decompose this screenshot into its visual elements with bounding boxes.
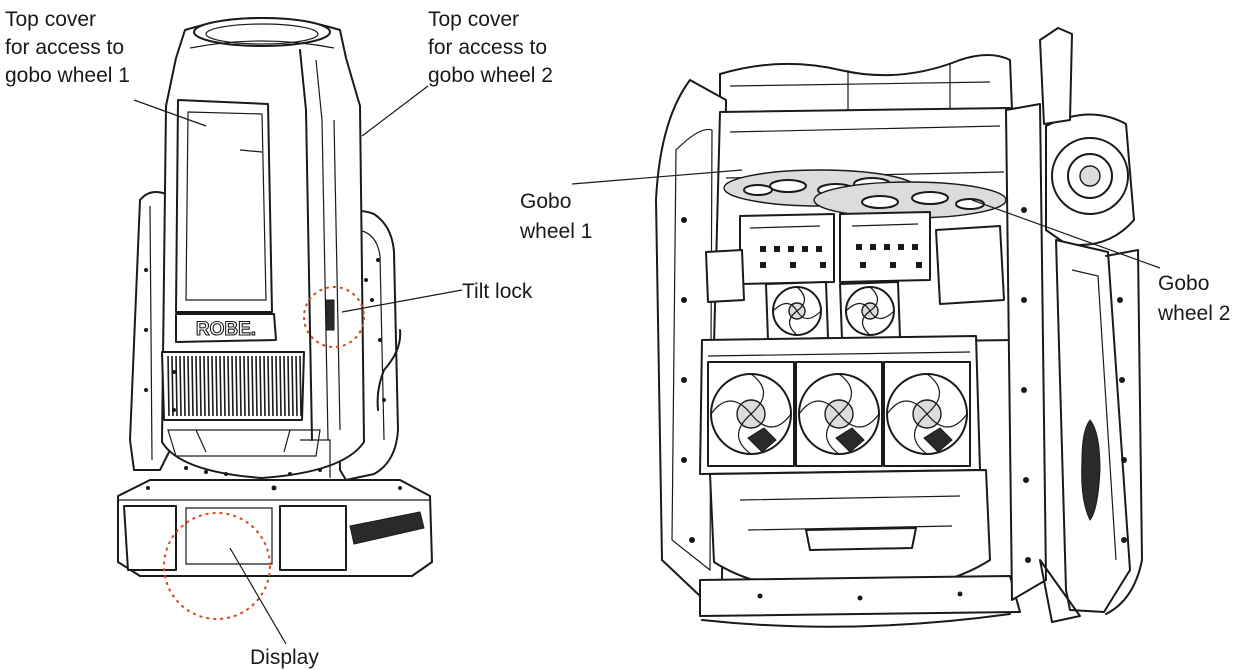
leader-top-cover-2 <box>361 85 429 137</box>
fixture-interior <box>655 27 1143 628</box>
large-fan-3 <box>883 361 971 467</box>
small-fan-right <box>839 281 901 341</box>
robe-logo: ROBE. <box>196 319 256 340</box>
leader-top-cover-1 <box>133 99 207 127</box>
gobo-wheel-2-disc <box>813 181 1007 219</box>
leader-gobo-wheel-2 <box>971 199 1161 269</box>
large-fan-2 <box>795 361 883 467</box>
label-top-cover-2: Top cover for access to gobo wheel 2 <box>428 8 553 87</box>
label-tilt-lock: Tilt lock <box>462 280 533 303</box>
fixture-base <box>117 479 433 577</box>
label-gobo-wheel-2: Gobo wheel 2 <box>1157 272 1230 325</box>
display-callout <box>163 512 271 620</box>
label-top-cover-1: Top cover for access to gobo wheel 1 <box>5 8 130 87</box>
large-fan-1 <box>707 361 795 467</box>
fixture-head: ROBE. <box>161 17 365 479</box>
vent-grille <box>167 355 302 417</box>
small-fan-left <box>765 281 829 341</box>
leader-gobo-wheel-1 <box>571 169 743 185</box>
labels: Top cover for access to gobo wheel 1 Top… <box>5 8 1230 669</box>
label-display: Display <box>250 646 319 669</box>
moving-head-fixture-exterior: ROBE. <box>117 17 433 620</box>
label-gobo-wheel-1: Gobo wheel 1 <box>519 190 592 243</box>
leader-tilt-lock <box>341 289 463 313</box>
tilt-lock-knob <box>325 299 335 331</box>
display-window <box>185 507 273 565</box>
leader-display <box>229 547 287 645</box>
tilt-hub <box>1039 27 1135 246</box>
leader-lines <box>133 85 1161 645</box>
tilt-lock-callout <box>303 286 365 348</box>
